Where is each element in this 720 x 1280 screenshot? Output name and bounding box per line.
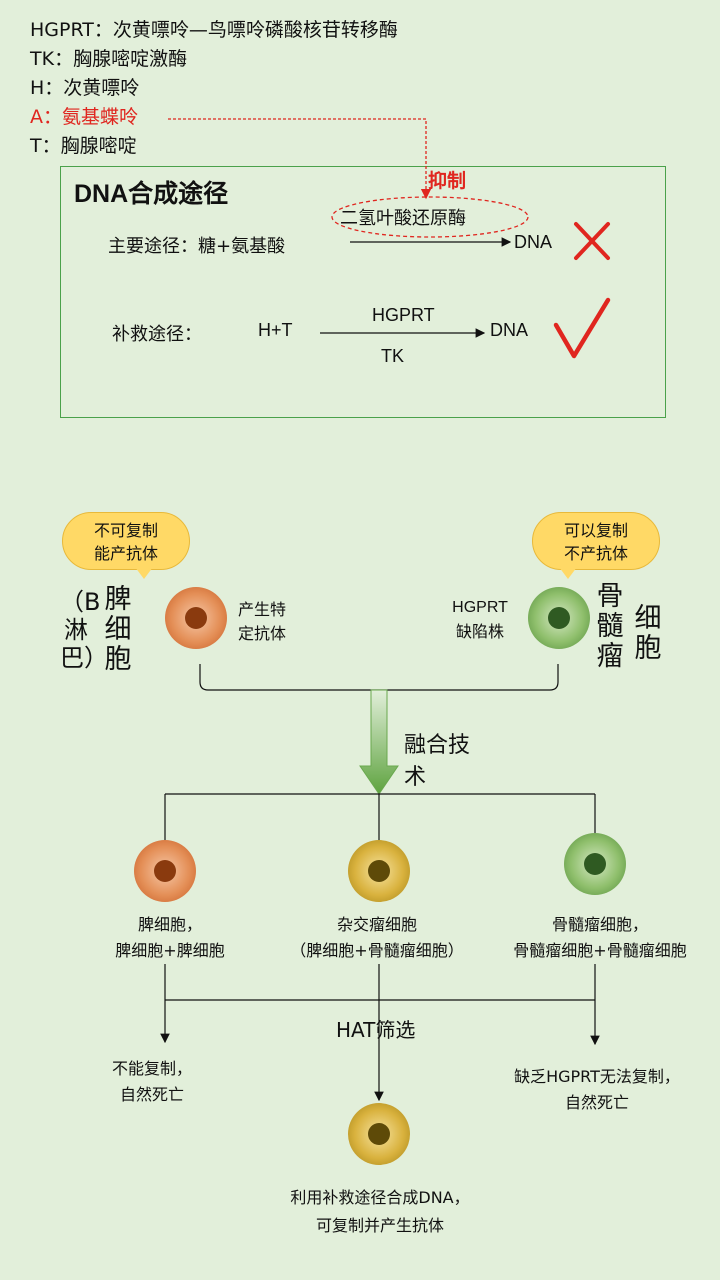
result-hybridoma-cell bbox=[348, 1103, 410, 1165]
salvage-enzyme-tk: TK bbox=[381, 346, 405, 366]
fused-spleen-cell bbox=[134, 840, 196, 902]
inhibit-label: 抑制 bbox=[428, 170, 467, 192]
spleen-label: 脾细胞 bbox=[104, 584, 132, 675]
legend-tk: TK：胸腺嘧啶激酶 bbox=[30, 48, 188, 70]
main-pathway-label: 主要途径：糖+氨基酸 bbox=[108, 236, 286, 257]
result-label: 利用补救途径合成DNA， 可复制并产生抗体 bbox=[290, 1188, 470, 1235]
spleen-desc: 产生特 定抗体 bbox=[238, 600, 287, 643]
fused-spleen-label: 脾细胞， 脾细胞+脾细胞 bbox=[115, 915, 225, 960]
spleen-fate: 不能复制， 自然死亡 bbox=[111, 1059, 192, 1104]
myeloma-bubble-line2: 不产抗体 bbox=[563, 544, 628, 563]
salvage-input: H+T bbox=[258, 320, 293, 340]
fusion-bracket bbox=[199, 664, 559, 691]
dna-box-title: DNA合成途径 bbox=[74, 180, 229, 208]
legend-t: T：胸腺嘧啶 bbox=[30, 135, 137, 157]
hybridoma-cell bbox=[348, 840, 410, 902]
hat-screening-label: HAT筛选 bbox=[336, 1018, 416, 1042]
fused-myeloma-label: 骨髓瘤细胞， 骨髓瘤细胞+骨髓瘤细胞 bbox=[513, 915, 687, 960]
dna-pathway-box bbox=[60, 166, 666, 418]
salvage-enzyme-hgprt: HGPRT bbox=[372, 305, 435, 325]
salvage-pathway-label: 补救途径： bbox=[112, 324, 202, 345]
inhibit-line bbox=[168, 118, 432, 200]
myeloma-bubble: 可以复制 不产抗体 bbox=[532, 512, 660, 579]
spleen-bubble-line2: 能产抗体 bbox=[93, 544, 158, 563]
myeloma-bubble-line1: 可以复制 bbox=[563, 521, 628, 540]
cross-icon bbox=[574, 222, 610, 260]
legend-hgprt: HGPRT：次黄嘌呤—鸟嘌呤磷酸核苷转移酶 bbox=[30, 19, 398, 41]
myeloma-label-cell: 细胞 bbox=[634, 603, 662, 664]
legend-h: H：次黄嘌呤 bbox=[30, 77, 140, 99]
myeloma-fate: 缺乏HGPRT无法复制， 自然死亡 bbox=[514, 1067, 680, 1112]
myeloma-desc: HGPRT 缺陷株 bbox=[452, 599, 508, 641]
fusion-arrow bbox=[359, 689, 399, 795]
spleen-bubble: 不可复制 能产抗体 bbox=[62, 512, 190, 579]
spleen-cell bbox=[165, 587, 227, 649]
fused-myeloma-cell bbox=[564, 833, 626, 895]
salvage-product: DNA bbox=[490, 320, 529, 340]
fusion-label: 融合技 术 bbox=[404, 733, 471, 790]
spleen-bubble-line1: 不可复制 bbox=[93, 521, 158, 540]
main-product: DNA bbox=[514, 232, 553, 252]
myeloma-label: 骨髓瘤 bbox=[596, 581, 624, 672]
enzyme-ellipse bbox=[331, 196, 529, 238]
legend-a: A：氨基蝶呤 bbox=[30, 106, 138, 128]
myeloma-cell bbox=[528, 587, 590, 649]
check-icon bbox=[553, 297, 611, 359]
hybridoma-label: 杂交瘤细胞 （脾细胞+骨髓瘤细胞） bbox=[290, 915, 464, 960]
enzyme-label: 二氢叶酸还原酶 bbox=[340, 208, 466, 229]
